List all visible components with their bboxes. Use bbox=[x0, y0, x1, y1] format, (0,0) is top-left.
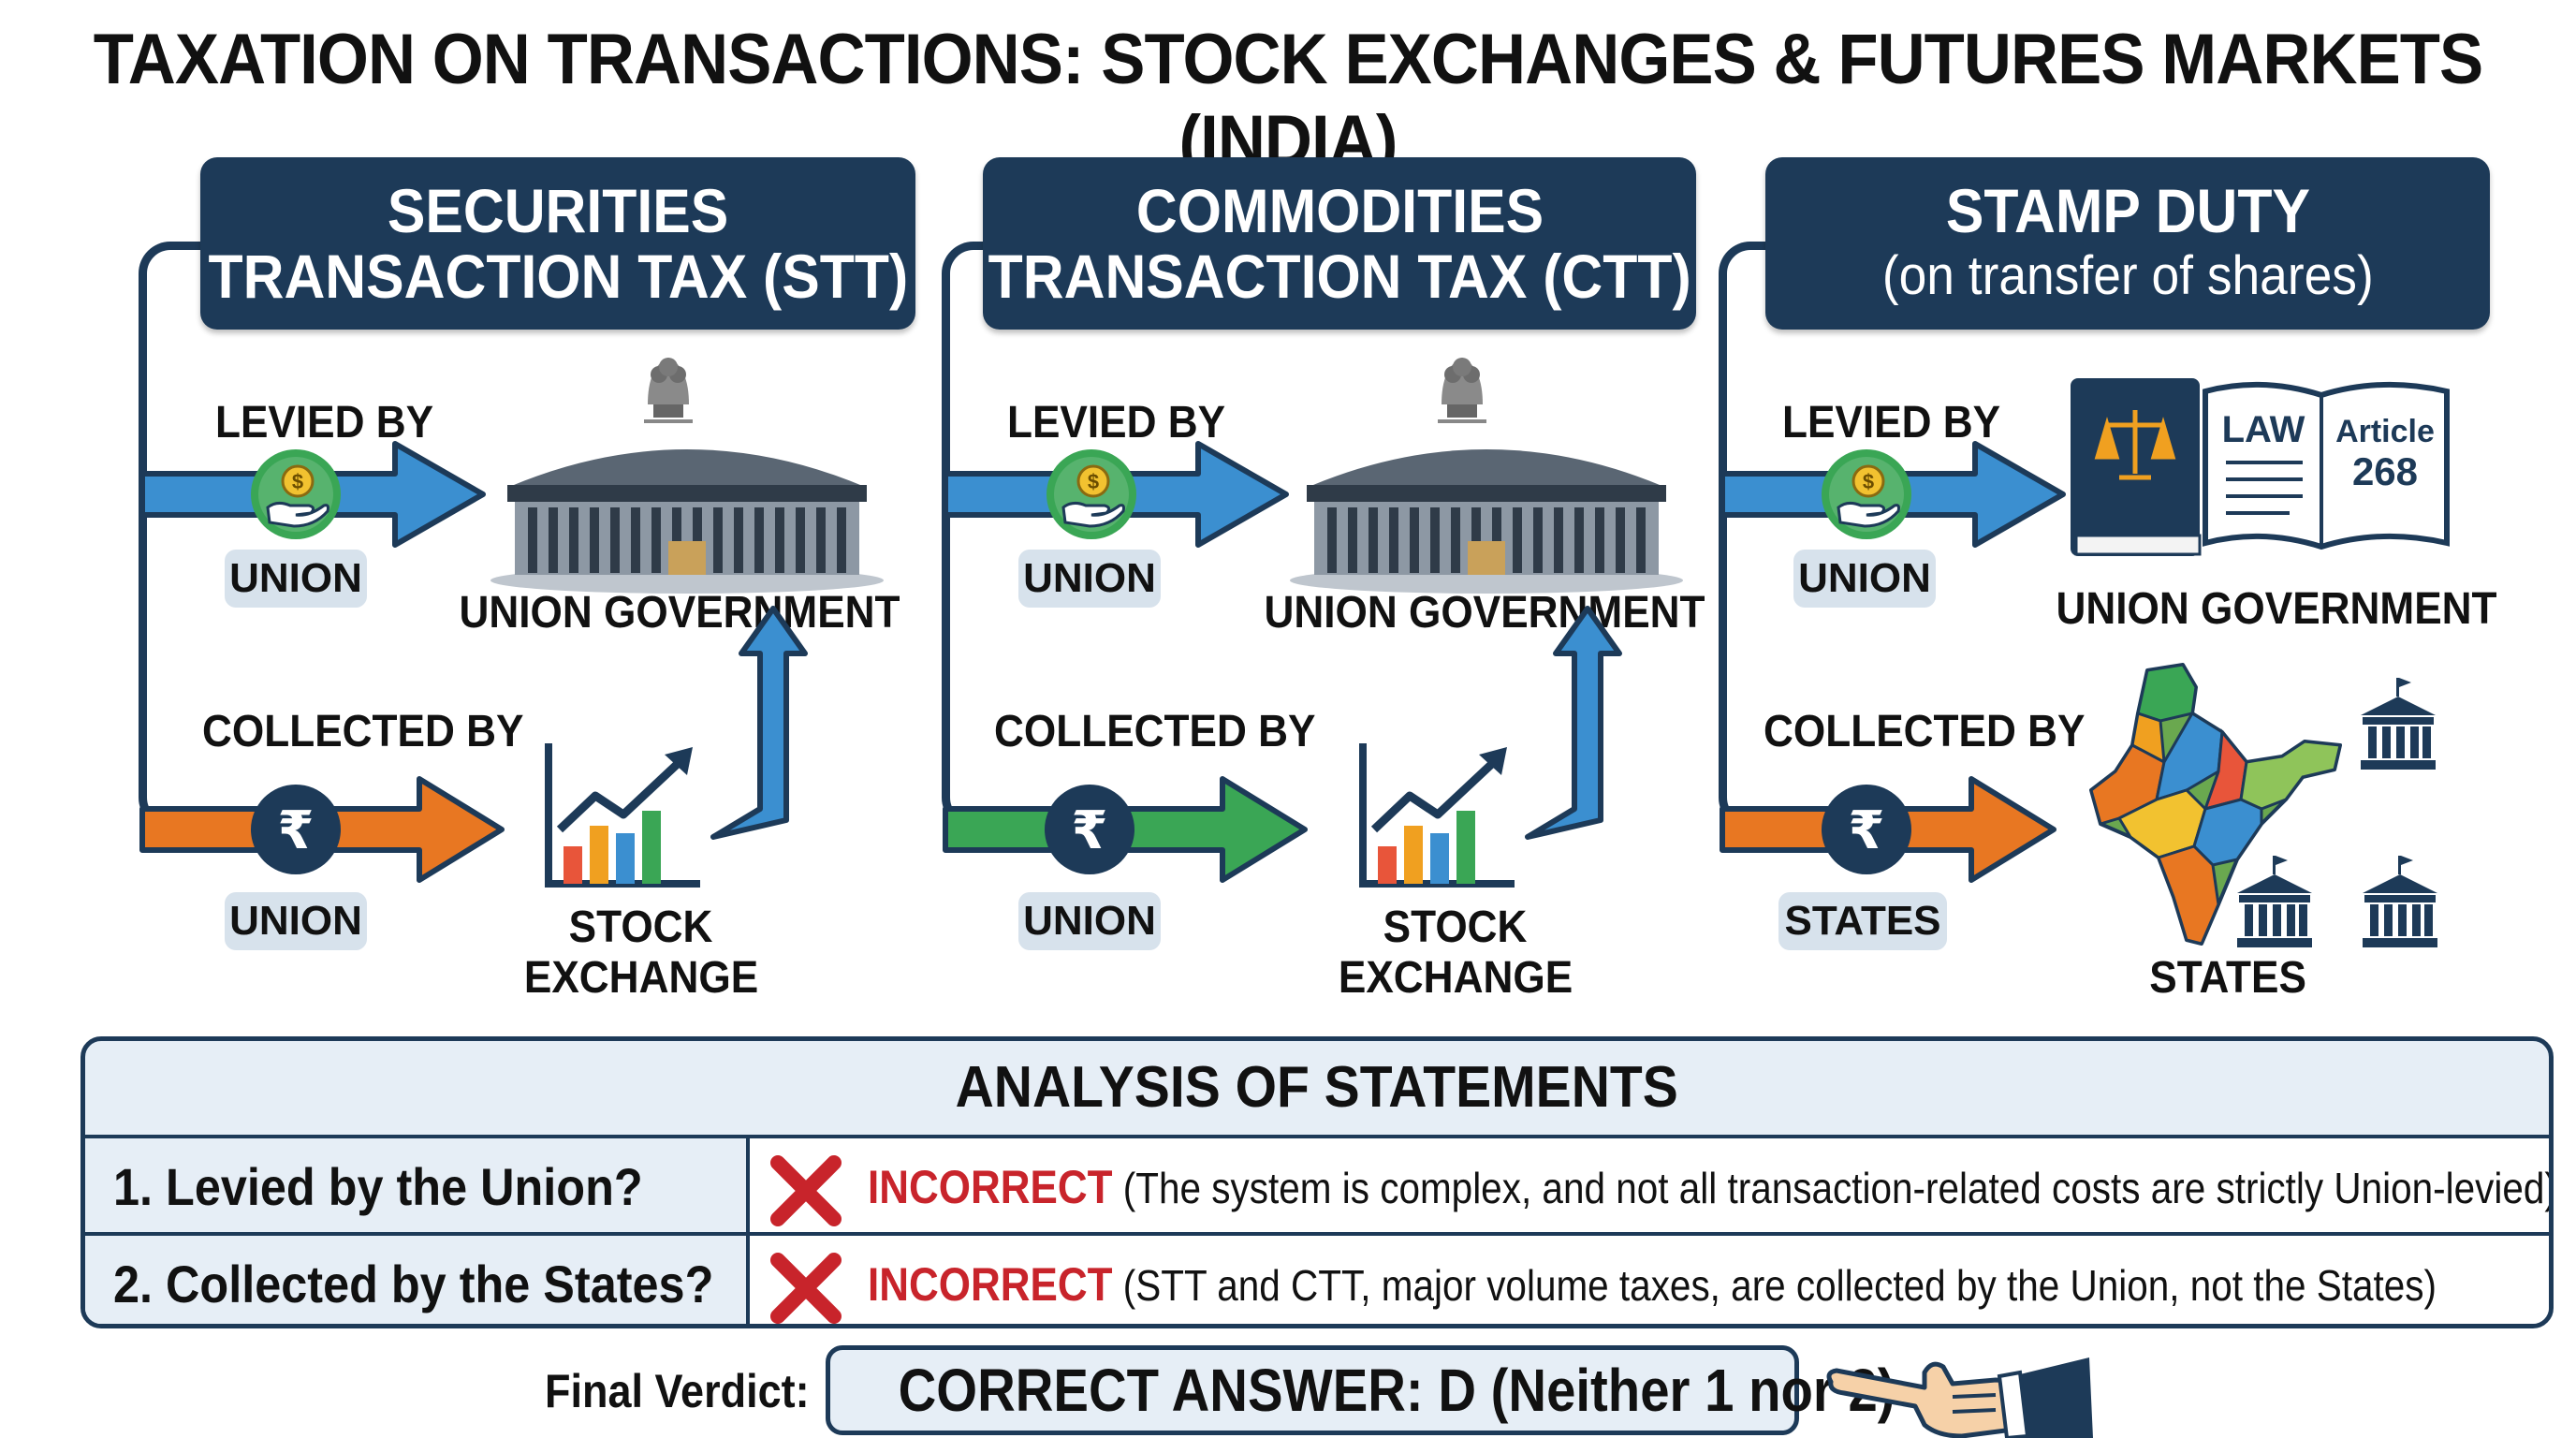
cross-icon bbox=[772, 1255, 840, 1322]
ctt-header-line1: COMMODITIES bbox=[1135, 176, 1544, 245]
stamp-levied-entity: UNION GOVERNMENT bbox=[2056, 584, 2497, 634]
state-building-icon-3 bbox=[2363, 856, 2437, 947]
ctt-return-arrow bbox=[1525, 606, 1622, 840]
state-building-icon-2 bbox=[2237, 856, 2312, 947]
ctt-hand-coin-icon bbox=[1045, 448, 1138, 541]
stt-growth-chart-icon bbox=[541, 743, 710, 893]
stt-levied-entity: UNION GOVERNMENT bbox=[459, 588, 900, 638]
stamp-header-line1: STAMP DUTY bbox=[1945, 176, 2310, 245]
law-book-word: LAW bbox=[2222, 409, 2305, 450]
analysis-table: ANALYSIS OF STATEMENTS 1. Levied by the … bbox=[80, 1036, 2554, 1328]
main-title: TAXATION ON TRANSACTIONS: STOCK EXCHANGE… bbox=[93, 20, 2483, 181]
stt-levied-pill: UNION bbox=[225, 550, 367, 608]
stamp-rupee-icon bbox=[1822, 785, 1911, 874]
ctt-collected-pill: UNION bbox=[1018, 892, 1161, 950]
stt-header-line1: SECURITIES bbox=[387, 176, 729, 245]
ctt-header: COMMODITIES TRANSACTION TAX (CTT) bbox=[983, 157, 1696, 330]
stamp-collected-pill: STATES bbox=[1778, 892, 1947, 950]
stamp-header: STAMP DUTY (on transfer of shares) bbox=[1765, 157, 2490, 330]
ctt-levied-entity: UNION GOVERNMENT bbox=[1264, 588, 1705, 638]
ctt-collected-label: COLLECTED BY bbox=[994, 707, 1316, 756]
stt-collected-label: COLLECTED BY bbox=[202, 707, 524, 756]
ctt-header-line2: TRANSACTION TAX (CTT) bbox=[988, 242, 1691, 311]
final-answer-box: CORRECT ANSWER: D (Neither 1 nor 2) bbox=[826, 1345, 1895, 1435]
analysis-row: 1. Levied by the Union? INCORRECT (The s… bbox=[85, 1135, 2549, 1236]
analysis-verdict: INCORRECT (The system is complex, and no… bbox=[868, 1161, 2554, 1213]
pointing-hand-icon bbox=[1826, 1357, 2093, 1438]
stamp-collected-label: COLLECTED BY bbox=[1764, 707, 2086, 756]
law-book-icon: LAW Article 268 bbox=[2071, 378, 2450, 556]
stt-parliament-icon bbox=[490, 449, 884, 594]
stamp-header-line2: (on transfer of shares) bbox=[1881, 245, 2374, 306]
analysis-question: 2. Collected by the States? bbox=[85, 1236, 750, 1324]
stamp-hand-coin-icon bbox=[1820, 448, 1913, 541]
final-verdict-label: Final Verdict: bbox=[545, 1365, 810, 1417]
stt-hand-coin-icon bbox=[249, 448, 343, 541]
stt-header: SECURITIES TRANSACTION TAX (STT) bbox=[200, 157, 915, 330]
stamp-collected-entity: STATES bbox=[2149, 953, 2306, 1003]
stt-emblem-icon bbox=[644, 358, 693, 423]
law-book-article: Article bbox=[2335, 414, 2435, 449]
cross-icon bbox=[772, 1157, 840, 1225]
analysis-title: ANALYSIS OF STATEMENTS bbox=[955, 1055, 1679, 1120]
ctt-parliament-icon bbox=[1290, 449, 1683, 594]
ctt-rupee-icon bbox=[1045, 785, 1134, 874]
ctt-growth-chart-icon bbox=[1355, 743, 1524, 893]
stt-rupee-icon bbox=[251, 785, 341, 874]
stt-return-arrow bbox=[710, 606, 808, 840]
stt-collected-pill: UNION bbox=[225, 892, 367, 950]
law-book-number: 268 bbox=[2352, 449, 2418, 493]
analysis-verdict: INCORRECT (STT and CTT, major volume tax… bbox=[868, 1258, 2437, 1311]
ctt-levied-pill: UNION bbox=[1018, 550, 1161, 608]
analysis-row: 2. Collected by the States? INCORRECT (S… bbox=[85, 1232, 2549, 1324]
india-map-icon bbox=[2089, 663, 2342, 946]
stamp-levied-label: LEVIED BY bbox=[1782, 398, 2001, 448]
stt-levied-label: LEVIED BY bbox=[215, 398, 434, 448]
stt-header-line2: TRANSACTION TAX (STT) bbox=[208, 242, 908, 311]
ctt-levied-label: LEVIED BY bbox=[1007, 398, 1226, 448]
ctt-emblem-icon bbox=[1438, 358, 1486, 423]
analysis-question: 1. Levied by the Union? bbox=[85, 1138, 750, 1236]
stamp-levied-pill: UNION bbox=[1793, 550, 1936, 608]
state-building-icon-1 bbox=[2361, 678, 2436, 770]
